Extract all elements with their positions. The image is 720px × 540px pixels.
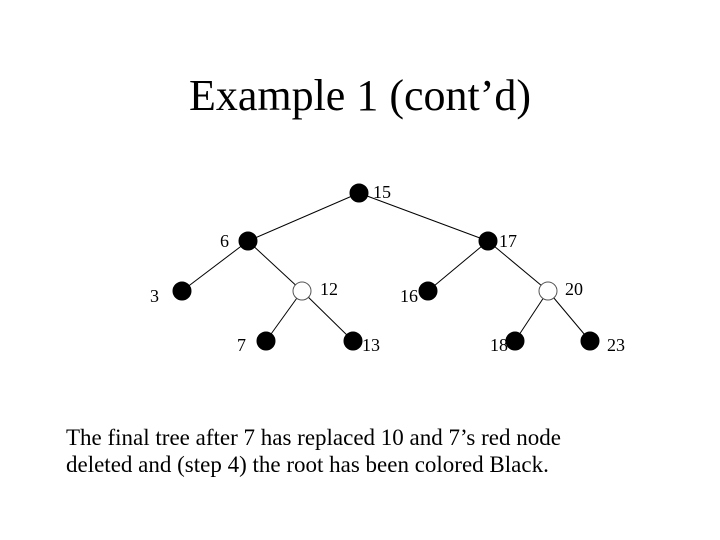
node-label-23: 23	[607, 335, 625, 355]
caption: The final tree after 7 has replaced 10 a…	[66, 424, 686, 478]
edge-n20-n18	[514, 290, 549, 342]
edge-n20-n23	[547, 290, 591, 342]
tree-edges	[181, 192, 591, 342]
slide-title: Example 1 (cont’d)	[188, 71, 532, 120]
node-7-black	[256, 331, 276, 351]
caption-line-1: The final tree after 7 has replaced 10 a…	[66, 425, 561, 450]
edge-n12-n7	[265, 290, 303, 342]
node-15-black	[349, 183, 369, 203]
node-label-6: 6	[220, 231, 229, 251]
edge-n15-n6	[247, 192, 360, 242]
edge-n12-n13	[301, 290, 354, 342]
node-label-17: 17	[499, 231, 517, 251]
node-label-16: 16	[400, 286, 418, 306]
edge-n6-n3	[181, 240, 249, 292]
edge-n17-n16	[427, 240, 489, 292]
node-12-red	[292, 281, 312, 301]
tree-labels: 15 6 17 3 12 16 20 7 13 18 23	[150, 182, 625, 355]
node-label-15: 15	[373, 182, 391, 202]
node-18-black	[505, 331, 525, 351]
node-label-3: 3	[150, 286, 159, 306]
node-20-red	[538, 281, 558, 301]
node-13-black	[343, 331, 363, 351]
node-6-black	[238, 231, 258, 251]
node-23-black	[580, 331, 600, 351]
edge-n15-n17	[358, 192, 489, 242]
node-17-black	[478, 231, 498, 251]
node-label-12: 12	[320, 279, 338, 299]
node-label-18: 18	[490, 335, 508, 355]
edge-n6-n12	[247, 240, 303, 292]
tree-nodes	[172, 183, 600, 351]
node-16-black	[418, 281, 438, 301]
edge-n17-n20	[487, 240, 549, 292]
node-label-20: 20	[565, 279, 583, 299]
node-label-7: 7	[237, 335, 246, 355]
caption-line-2: deleted and (step 4) the root has been c…	[66, 452, 549, 477]
node-label-13: 13	[362, 335, 380, 355]
node-3-black	[172, 281, 192, 301]
